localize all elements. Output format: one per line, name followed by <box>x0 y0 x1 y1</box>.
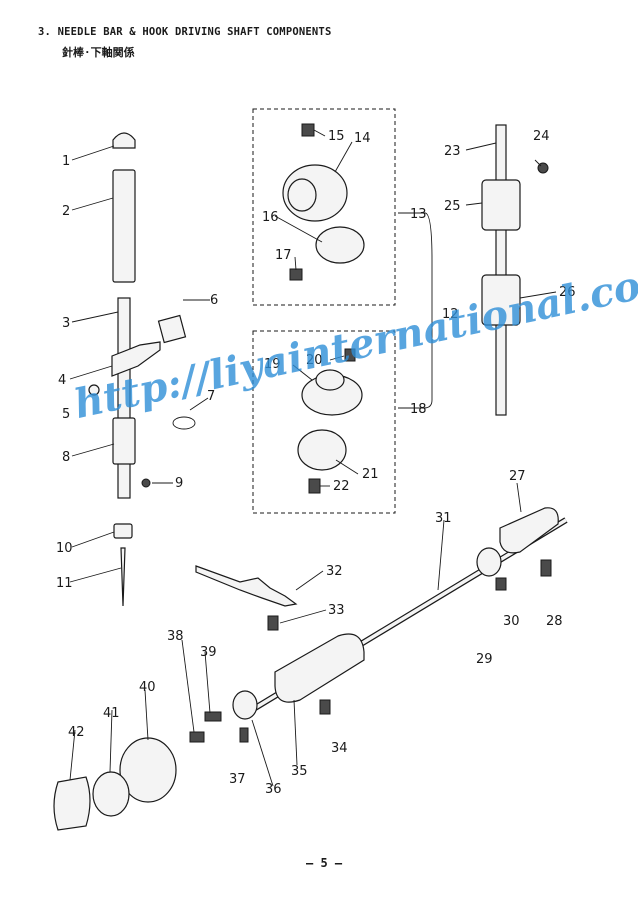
group-box-18 <box>252 330 396 514</box>
callout-27: 27 <box>509 469 526 484</box>
part-39-screw <box>204 711 222 722</box>
callout-5: 5 <box>62 407 70 422</box>
part-2-bushing <box>112 169 136 283</box>
callout-31: 31 <box>435 511 452 526</box>
group-box-13 <box>252 108 396 306</box>
callout-38: 38 <box>167 629 184 644</box>
callout-16: 16 <box>262 210 279 225</box>
part-5-screw <box>88 384 100 396</box>
callout-4: 4 <box>58 373 66 388</box>
part-27-bushing <box>499 507 559 554</box>
part-20-set-screw <box>344 348 356 362</box>
part-34-screw <box>319 699 331 715</box>
callout-39: 39 <box>200 645 217 660</box>
callout-35: 35 <box>291 764 308 779</box>
part-8-collar <box>112 417 136 465</box>
part-41-bobbin <box>92 771 130 817</box>
page-title: 3. NEEDLE BAR & HOOK DRIVING SHAFT COMPO… <box>38 26 332 38</box>
part-32-thread-guard <box>195 565 298 607</box>
part-42-bobbin-case <box>53 776 91 831</box>
callout-7: 7 <box>207 389 215 404</box>
part-35-bushing <box>274 633 365 703</box>
callout-2: 2 <box>62 204 70 219</box>
part-19-gear-hub <box>315 369 345 391</box>
callout-18: 18 <box>410 402 427 417</box>
part-11-needle <box>120 547 126 607</box>
callout-33: 33 <box>328 603 345 618</box>
part-37-set-screw <box>239 727 249 743</box>
callout-32: 32 <box>326 564 343 579</box>
callout-19: 19 <box>264 357 281 372</box>
part-15-set-screw <box>301 123 315 137</box>
callout-36: 36 <box>265 782 282 797</box>
leader-lines <box>69 129 557 787</box>
part-28-screw <box>540 559 552 577</box>
callout-15: 15 <box>328 129 345 144</box>
callout-22: 22 <box>333 479 350 494</box>
callout-12: 12 <box>442 307 459 322</box>
part-17-set-screw <box>289 268 303 281</box>
callout-6: 6 <box>210 293 218 308</box>
callout-24: 24 <box>533 129 550 144</box>
callout-11: 11 <box>56 576 73 591</box>
part-30-screw <box>495 577 507 591</box>
callout-17: 17 <box>275 248 292 263</box>
part-36-collar <box>232 690 258 720</box>
callout-14: 14 <box>354 131 371 146</box>
part-33-screw <box>267 615 279 631</box>
part-9-screw <box>141 478 151 488</box>
callout-10: 10 <box>56 541 73 556</box>
callout-9: 9 <box>175 476 183 491</box>
callout-labels: 1 2 3 4 5 6 7 8 9 10 11 12 13 14 15 16 1… <box>56 129 576 797</box>
callout-3: 3 <box>62 316 70 331</box>
callout-8: 8 <box>62 450 70 465</box>
part-26-bushing <box>481 274 521 326</box>
bracket-12 <box>398 212 433 409</box>
callout-26: 26 <box>559 285 576 300</box>
part-21-gear <box>297 429 347 471</box>
page-number: — 5 — <box>306 856 343 870</box>
callout-40: 40 <box>139 680 156 695</box>
callout-30: 30 <box>503 614 520 629</box>
part-23-shaft <box>495 124 507 416</box>
callout-23: 23 <box>444 144 461 159</box>
callout-29: 29 <box>476 652 493 667</box>
callout-28: 28 <box>546 614 563 629</box>
part-10-clamp <box>113 523 133 539</box>
callout-34: 34 <box>331 741 348 756</box>
callout-41: 41 <box>103 706 120 721</box>
callout-21: 21 <box>362 467 379 482</box>
callout-37: 37 <box>229 772 246 787</box>
callout-1: 1 <box>62 154 70 169</box>
part-4-connecting-stud <box>111 341 161 377</box>
callout-13: 13 <box>410 207 427 222</box>
part-1-cap <box>112 132 136 149</box>
callout-42: 42 <box>68 725 85 740</box>
part-16-bevel-gear <box>315 226 365 264</box>
part-38-screw <box>189 731 205 743</box>
part-22-set-screw <box>308 478 321 494</box>
part-7-clip <box>172 416 196 430</box>
part-25-bushing <box>481 179 521 231</box>
part-6-slide-block <box>157 314 187 344</box>
part-14-gear-hub <box>287 178 317 212</box>
callout-25: 25 <box>444 199 461 214</box>
page-subtitle: 針棒·下軸関係 <box>62 46 135 59</box>
callout-20: 20 <box>306 353 323 368</box>
part-29-collar <box>476 547 502 577</box>
